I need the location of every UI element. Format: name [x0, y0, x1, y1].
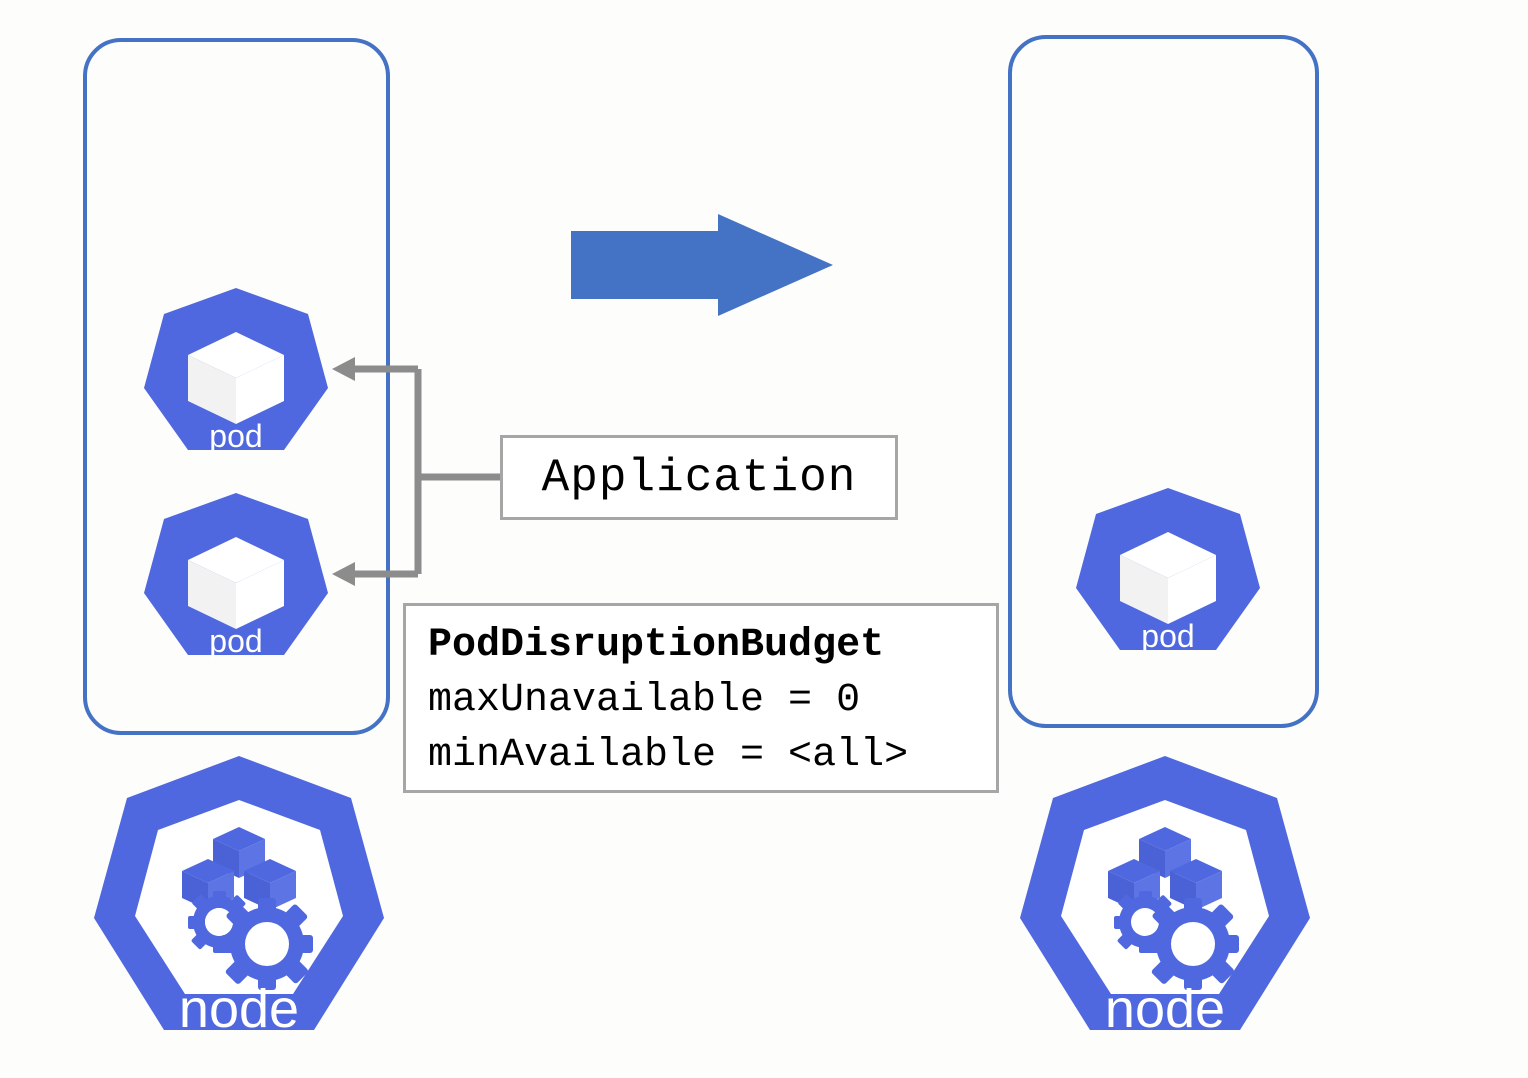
- pod-label: pod: [1141, 618, 1194, 654]
- transition-arrow-icon: [571, 214, 833, 316]
- pod-label: pod: [209, 418, 262, 454]
- pod-disruption-budget-box: PodDisruptionBudget maxUnavailable = 0 m…: [403, 603, 999, 793]
- pdb-title: PodDisruptionBudget: [428, 623, 885, 668]
- node-container-left: [83, 38, 390, 735]
- node-label: node: [1105, 979, 1225, 1039]
- node-label: node: [179, 979, 299, 1039]
- pod-icon-left-top: pod: [144, 288, 328, 454]
- pdb-max-unavailable: maxUnavailable = 0: [428, 678, 861, 723]
- pod-cube-icon: [1120, 532, 1216, 624]
- node-icon-right: node: [1020, 756, 1310, 1039]
- pod-label: pod: [209, 623, 262, 659]
- node-icon-left: node: [94, 756, 384, 1039]
- node-container-right: [1008, 35, 1319, 728]
- node-gear-large-icon: [1147, 898, 1239, 990]
- pod-cube-icon: [188, 537, 284, 629]
- node-gear-large-icon: [221, 898, 313, 990]
- application-box: Application: [500, 435, 898, 520]
- application-label: Application: [541, 451, 857, 504]
- pdb-min-available: minAvailable = <all>: [428, 733, 909, 778]
- pod-cube-icon: [188, 332, 284, 424]
- pod-icon-left-bottom: pod: [144, 493, 328, 659]
- pod-icon-right: pod: [1076, 488, 1260, 654]
